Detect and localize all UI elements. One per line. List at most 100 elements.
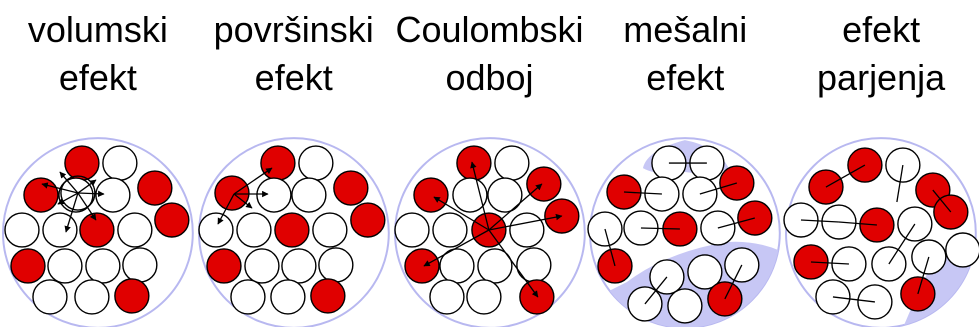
proton [114,278,150,314]
proton [719,165,755,201]
neutron [270,279,306,315]
force-arrow [422,229,489,267]
nucleus-diagram-surface [197,137,390,327]
proton [403,248,440,284]
nucleus-diagram-asymmetry [587,137,782,327]
proton [64,145,100,181]
center-nucleon [60,175,96,211]
neutron [32,279,68,315]
proton [23,177,59,213]
neutron [244,248,280,284]
panel-asymmetry-effect: mešalni efekt [587,0,783,327]
force-arrow [57,192,79,205]
neutron [311,212,348,248]
neutron [4,212,40,248]
force-arrow [77,192,97,221]
force-arrow [64,192,79,233]
neutron [85,248,121,284]
force-arrow [233,167,273,195]
pair-link [896,164,904,203]
pair-link [801,219,840,223]
pair-link [604,228,616,267]
force-arrow [432,196,489,231]
neutron [649,259,685,295]
neutron [515,247,552,283]
neutron [47,248,83,284]
proton [412,177,449,213]
nucleus-diagram-pairing [783,137,979,327]
pair-link [811,261,850,265]
pair-link [624,191,663,195]
proton [79,212,115,248]
neutron [297,145,334,181]
neutron [945,232,979,268]
neutron [117,212,153,248]
proton [900,276,936,312]
neutron [236,212,272,248]
label-line-1: volumski [27,9,168,50]
label-line-2: efekt [254,57,333,98]
proton [206,248,242,284]
label-line-1: efekt [842,9,921,50]
label-line-2: parjenja [817,57,946,98]
panel-label: efekt parjenja [783,6,979,102]
panel-label: mešalni efekt [587,6,783,102]
neutron [256,177,292,213]
proton [309,278,346,314]
pair-link [932,189,952,213]
pair-link [641,227,681,230]
label-line-2: efekt [58,57,137,98]
neutron [198,212,234,248]
neutron [897,206,933,242]
force-arrow [233,193,253,209]
pair-link [917,256,930,295]
neutron [687,254,723,290]
force-arrow [488,213,563,231]
force-arrow [487,229,538,298]
panel-pairing-effect: efekt parjenja [783,0,979,327]
proton [859,207,895,243]
neutron [857,284,893,320]
neutron [644,176,680,212]
neutron [428,279,465,315]
neutron [431,212,468,248]
neutron [122,247,158,283]
neutron [667,288,703,324]
pair-link [825,164,866,188]
proton [525,166,562,202]
panel-label: površinski efekt [196,6,392,102]
neutron [393,212,430,248]
force-arrow [77,190,105,198]
neutron [724,247,760,283]
proton [10,248,46,284]
force-arrow [469,161,490,231]
proton [518,279,555,315]
neutron [451,177,488,213]
panel-surface-effect: površinski efekt [196,0,392,327]
proton [847,147,883,183]
proton [260,145,296,181]
neutron [486,177,523,213]
proton [455,145,492,181]
force-arrow [41,182,79,194]
neutron [281,248,317,284]
neutron [42,212,78,248]
proton [154,202,190,238]
panel-volume-effect: volumski efekt [0,0,196,327]
neutron [493,145,530,181]
proton [332,170,369,206]
neutron [102,145,138,181]
pair-link [839,221,878,226]
proton [933,194,969,230]
pair-link [833,296,876,303]
pair-link [700,182,738,195]
panel-coulomb-repulsion: Coulombski odboj [392,0,588,327]
proton [737,200,773,236]
proton [137,170,173,206]
label-line-1: mešalni [623,9,748,50]
neutron [317,247,354,283]
force-arrow [59,171,79,194]
pair-link [888,223,916,265]
neutron [682,176,718,212]
neutron [230,279,266,315]
